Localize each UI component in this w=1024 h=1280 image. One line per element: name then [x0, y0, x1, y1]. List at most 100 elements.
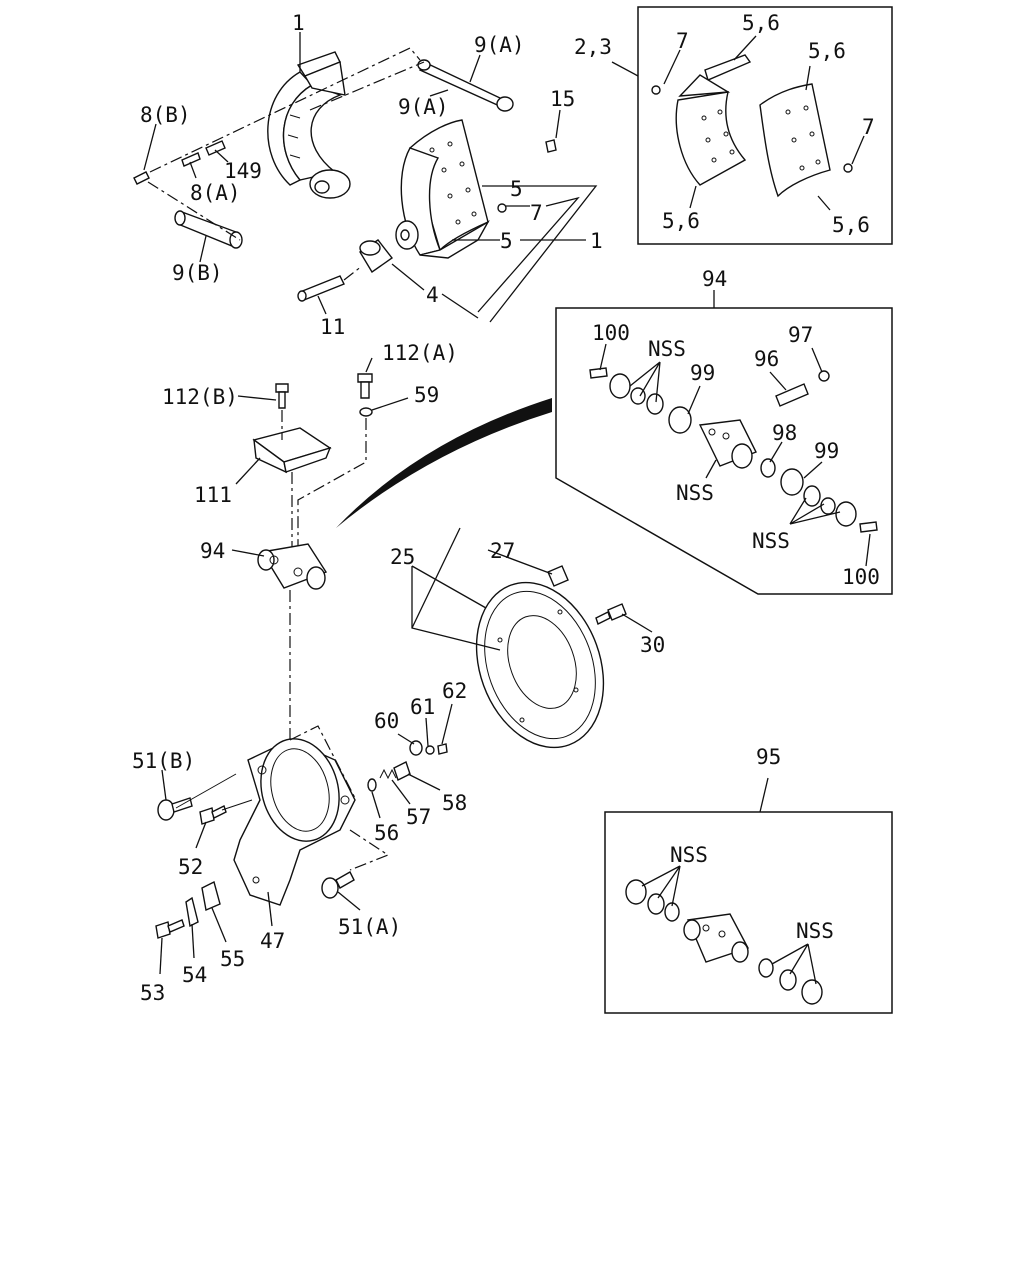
bolt-53	[155, 919, 185, 939]
callout-30: 30	[640, 633, 665, 657]
seal-56	[367, 778, 377, 792]
callout-27: 27	[490, 539, 515, 563]
callout-47: 47	[260, 929, 285, 953]
callout-11: 11	[320, 315, 345, 339]
callout-51b: 51(B)	[132, 749, 195, 773]
callout-51a: 51(A)	[338, 915, 401, 939]
callout-9a-mid: 9(A)	[398, 95, 449, 119]
callout-nss-3: NSS	[752, 529, 790, 553]
anchor-bracket-47	[233, 738, 356, 906]
callout-57: 57	[406, 805, 431, 829]
callout-1: 1	[292, 11, 305, 35]
callout-2-3: 2,3	[574, 35, 612, 59]
pin-15	[545, 139, 557, 153]
pin-8b	[133, 171, 150, 185]
pin-149	[181, 140, 226, 167]
callout-9a-top: 9(A)	[474, 33, 525, 57]
callout-1b: 1	[590, 229, 603, 253]
callout-5b: 5	[500, 229, 513, 253]
clip-55	[201, 880, 221, 911]
brake-lining-outer	[759, 83, 831, 198]
inset-box-wheel-cylinder-94	[555, 307, 893, 595]
callout-5-6-tr: 5,6	[808, 39, 846, 63]
callout-5a: 5	[510, 177, 523, 201]
callout-99-b: 99	[814, 439, 839, 463]
callout-58: 58	[442, 791, 467, 815]
callout-9b: 9(B)	[172, 261, 223, 285]
bolt-112a	[357, 373, 373, 399]
callout-4: 4	[426, 283, 439, 307]
callout-94-box: 94	[702, 267, 727, 291]
callout-56: 56	[374, 821, 399, 845]
assembly-line-2	[147, 181, 241, 241]
rivet-7-inset-right	[843, 163, 853, 173]
cap-61	[425, 745, 435, 755]
callout-100-top: 100	[592, 321, 630, 345]
inset-leader-wedge	[336, 398, 552, 528]
callout-nss-95b: NSS	[796, 919, 834, 943]
callout-61: 61	[410, 695, 435, 719]
leader-lines	[143, 32, 871, 985]
assembly-line-4	[343, 265, 363, 281]
callout-nss-1: NSS	[648, 337, 686, 361]
callout-nss-95a: NSS	[670, 843, 708, 867]
callout-112a: 112(A)	[382, 341, 458, 365]
cylinder-95-kit	[625, 879, 823, 1005]
callout-100-bottom: 100	[842, 565, 880, 589]
assembly-line-11	[175, 773, 253, 811]
bolt-30	[595, 603, 627, 625]
clip-27	[547, 565, 569, 587]
ring-60	[409, 740, 423, 756]
callout-8b: 8(B)	[140, 103, 191, 127]
cylinder-94	[257, 543, 328, 590]
callout-7-box-top: 7	[676, 29, 689, 53]
callout-94: 94	[200, 539, 225, 563]
bolt-52	[199, 805, 227, 825]
pin-9b	[174, 210, 243, 249]
assembly-line-3	[309, 61, 425, 111]
assembly-line-1	[149, 47, 421, 173]
pin-62	[437, 743, 448, 755]
callout-60: 60	[374, 709, 399, 733]
clip-54	[185, 896, 199, 928]
callout-98: 98	[772, 421, 797, 445]
rivet-7-inset-top	[651, 85, 661, 95]
backing-plate-25	[475, 581, 605, 749]
pin-9a	[417, 59, 514, 112]
bolt-112b	[275, 383, 289, 409]
callout-5-6-bl: 5,6	[662, 209, 700, 233]
bracket-111	[252, 427, 332, 474]
inset-box-brake-lining	[637, 6, 893, 245]
callout-7: 7	[530, 201, 543, 225]
callout-52: 52	[178, 855, 203, 879]
callout-15: 15	[550, 87, 575, 111]
bolt-51a	[321, 871, 355, 899]
callout-112b: 112(B)	[162, 385, 238, 409]
callout-5-6-br: 5,6	[832, 213, 870, 237]
plug-58	[393, 761, 411, 781]
assembly-line-6	[297, 418, 367, 548]
bushing-4	[359, 239, 394, 274]
callout-99-a: 99	[690, 361, 715, 385]
brake-shoe-left	[267, 51, 351, 199]
brake-shoe-right	[395, 119, 490, 259]
callout-149: 149	[224, 159, 262, 183]
callout-62: 62	[442, 679, 467, 703]
cylinder-94-exploded	[589, 367, 878, 533]
callout-7-box-right: 7	[862, 115, 875, 139]
callout-59: 59	[414, 383, 439, 407]
callout-5-6-tl: 5,6	[742, 11, 780, 35]
rivet-7	[497, 203, 507, 213]
callout-97: 97	[788, 323, 813, 347]
inset-box-wheel-cylinder-95	[604, 811, 893, 1014]
callout-8a: 8(A)	[190, 181, 241, 205]
callout-nss-2: NSS	[676, 481, 714, 505]
callout-54: 54	[182, 963, 207, 987]
callout-55: 55	[220, 947, 245, 971]
callout-95: 95	[756, 745, 781, 769]
washer-59	[359, 407, 373, 417]
brake-lining-inner	[675, 54, 752, 186]
spring-57	[379, 768, 397, 780]
callout-53: 53	[140, 981, 165, 1005]
